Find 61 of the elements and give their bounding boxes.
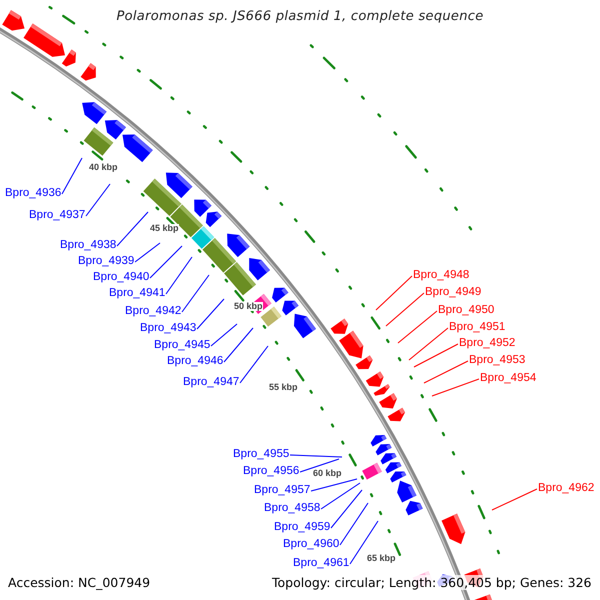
gene-label: Bpro_4954: [480, 371, 536, 385]
leader-line: [240, 346, 268, 384]
leader-line: [150, 246, 182, 278]
accession-text: Accession: NC_007949: [8, 575, 150, 590]
gene-label: Bpro_4943: [140, 321, 196, 335]
leader-line: [210, 324, 238, 346]
leader-line: [196, 298, 224, 330]
gene-label: Bpro_4953: [469, 353, 526, 367]
leader-line: [398, 310, 438, 344]
gene-label: Bpro_4957: [254, 483, 310, 497]
gene-label: Bpro_4950: [438, 303, 494, 317]
gene-label: Bpro_4938: [60, 238, 116, 252]
leader-line: [224, 328, 254, 362]
gene-label: Bpro_4956: [243, 464, 300, 478]
gene-label: Bpro_4941: [109, 286, 166, 300]
tick-label: 40 kbp: [89, 163, 118, 172]
tick-label: 55 kbp: [269, 383, 298, 392]
leader-line: [320, 482, 360, 510]
gene-label: Bpro_4949: [425, 285, 482, 299]
tick-label: 45 kbp: [150, 224, 179, 233]
gene-label: Bpro_4946: [167, 354, 224, 368]
gene-label: Bpro_4958: [264, 501, 320, 515]
gene-label: Bpro_4940: [93, 270, 150, 284]
leader-line: [432, 378, 480, 396]
gene-label: Bpro_4961: [293, 556, 350, 570]
gene-label: Bpro_4959: [274, 520, 330, 534]
leader-line: [182, 274, 210, 312]
leader-line: [408, 328, 448, 360]
leader-line: [340, 502, 368, 546]
leader-line: [300, 458, 340, 472]
map-title: Polaromonas sp. JS666 plasmid 1, complete sequence: [116, 9, 484, 24]
gene-label: Bpro_4962: [538, 481, 594, 495]
gene-label: Bpro_4942: [125, 304, 182, 318]
leader-line: [414, 344, 458, 368]
leader-line: [86, 184, 110, 216]
gene-label: Bpro_4948: [413, 268, 470, 282]
gene-label: Bpro_4936: [5, 186, 62, 200]
tick-label: 60 kbp: [313, 469, 342, 478]
leader-line: [492, 488, 538, 510]
gene-label: Bpro_4951: [449, 320, 506, 334]
leader-line: [386, 292, 424, 326]
gene-label: Bpro_4939: [78, 254, 134, 268]
gene-label: Bpro_4937: [29, 208, 86, 222]
gene-label: Bpro_4945: [154, 338, 210, 352]
leader-line: [310, 478, 358, 492]
topology-text: Topology: circular; Length: 360,405 bp; Genes: 326: [272, 575, 592, 590]
gene-label: Bpro_4952: [459, 336, 516, 350]
gene-label: Bpro_4960: [283, 537, 340, 551]
leader-line: [424, 360, 468, 384]
gene-label: Bpro_4947: [183, 375, 240, 389]
tick-label: 65 kbp: [367, 554, 396, 563]
leader-line: [330, 490, 362, 528]
leader-line: [290, 454, 342, 458]
leader-line: [376, 276, 412, 310]
gene-label: Bpro_4955: [233, 447, 290, 461]
leader-line: [62, 158, 82, 194]
leader-line: [134, 242, 160, 262]
tick-label: 50 kbp: [234, 302, 263, 311]
leader-line: [350, 520, 378, 564]
leader-line: [166, 256, 192, 294]
leader-line: [116, 212, 148, 246]
